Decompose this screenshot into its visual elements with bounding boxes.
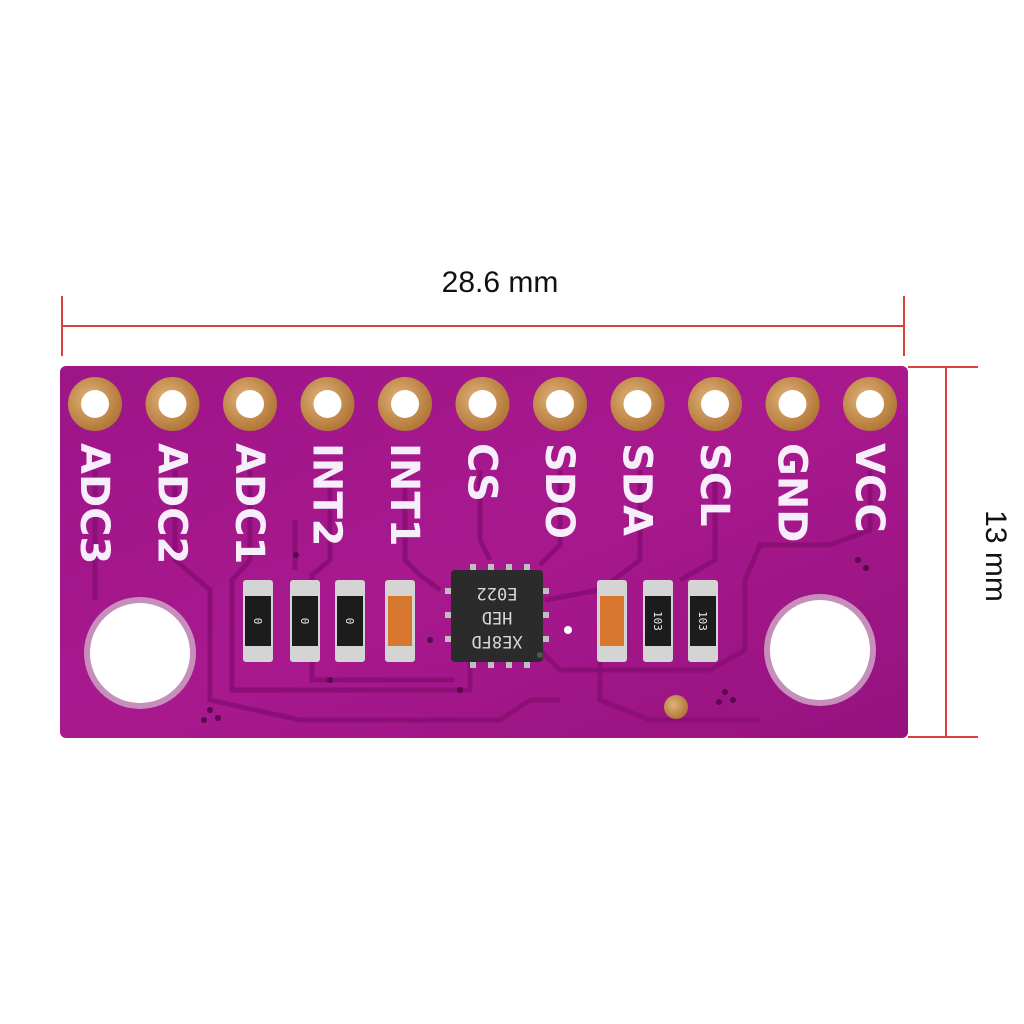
chip-marking-line-3: E022 [477,583,518,603]
pin-label-vcc: VCC [846,443,892,533]
resistor-left-2-body [292,596,318,646]
header-hole-cs [468,390,497,418]
pin-label-scl: SCL [691,443,737,527]
pin-label-gnd: GND [769,443,815,543]
header-hole-int2 [313,390,342,418]
vias [201,552,869,723]
resistor-left-1-value: 0 [251,618,264,625]
header-hole-gnd [778,390,807,418]
resistor-right-2-body [690,596,716,646]
pin-label-cs: CS [459,443,505,502]
width-dimension: 28.6 mm [61,266,905,356]
accelerometer-chip: XE8FD HED E022 [445,564,549,668]
resistor-left-3-value: 0 [343,618,356,625]
chip-marking-line-1: XE8FD [471,631,522,651]
pin-label-sda: SDA [614,443,660,536]
header-hole-sdo [546,390,574,418]
header-pads [68,377,897,431]
resistor-left-1-body [245,596,271,646]
test-pad [664,695,688,719]
resistor-left-3-body [337,596,363,646]
height-dimension: 13 mm [908,366,1012,738]
resistor-right-1-value: 103 [651,611,664,631]
header-hole-adc2 [158,390,187,418]
pin-labels: ADC3 ADC2 ADC1 INT2 INT1 CS SDO SDA SCL GND VCC [71,443,892,564]
pin-label-adc1: ADC1 [226,443,272,564]
pin-label-int2: INT2 [304,443,350,546]
resistors-right: 103 103 [643,580,718,662]
header-hole-int1 [391,390,419,418]
resistor-right-1-body [645,596,671,646]
resistors-left: 0 0 0 [243,580,365,662]
width-label: 28.6 mm [442,266,559,299]
resistor-right-2-value: 103 [696,611,709,631]
resistor-left-2-value: 0 [298,618,311,625]
mounting-hole-right [764,594,876,706]
capacitor-left [385,580,415,662]
header-hole-adc3 [81,390,109,418]
header-hole-scl [701,390,729,418]
pcb-traces [92,470,873,723]
mounting-hole-left [84,597,196,709]
header-hole-adc1 [236,390,264,418]
height-label: 13 mm [979,510,1012,602]
chip-marking-line-2: HED [482,607,513,627]
header-hole-vcc [856,390,884,418]
capacitor-right [597,580,627,662]
pin-label-int1: INT1 [381,443,427,546]
pin-label-adc2: ADC2 [149,443,195,564]
pin-label-sdo: SDO [536,443,582,539]
header-hole-sda [623,390,652,418]
pin-label-adc3: ADC3 [71,443,117,564]
